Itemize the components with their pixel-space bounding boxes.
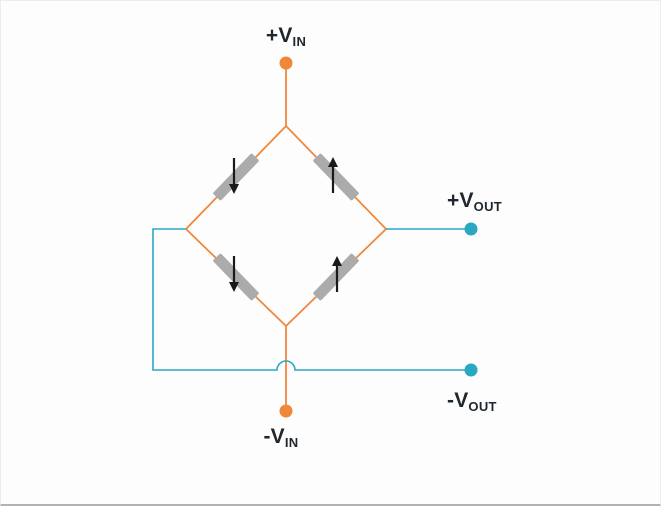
label-vout-positive: +VOUT xyxy=(447,189,503,214)
gauge-body xyxy=(213,153,259,201)
strain-gauge-top-left xyxy=(213,153,259,201)
arrow-up-head-icon xyxy=(328,157,338,167)
label-subscript: OUT xyxy=(468,399,497,414)
strain-gauge-bottom-right xyxy=(313,253,359,301)
label-vout-negative: -VOUT xyxy=(447,389,497,414)
gauge-body xyxy=(313,153,359,201)
arrow-down-head-icon xyxy=(229,184,239,194)
label-vin-positive: +VIN xyxy=(236,24,336,49)
gauge-body xyxy=(213,253,259,301)
strain-gauge-top-right xyxy=(313,153,359,201)
arrow-down-head-icon xyxy=(229,282,239,292)
label-main: +V xyxy=(447,189,474,212)
label-subscript: OUT xyxy=(473,199,503,214)
strain-gauge-bottom-left xyxy=(213,253,259,301)
label-main: -V xyxy=(263,425,285,448)
label-main: -V xyxy=(447,389,469,412)
bridge-diamond-wire xyxy=(184,124,388,328)
label-vin-negative: -VIN xyxy=(231,425,331,450)
label-subscript: IN xyxy=(284,435,299,450)
vin-positive-terminal-dot xyxy=(279,56,293,70)
vout-positive-terminal-dot xyxy=(464,222,478,236)
label-main: +V xyxy=(265,24,293,47)
label-subscript: IN xyxy=(292,34,307,49)
vin-negative-terminal-dot xyxy=(279,404,293,418)
arrow-up-head-icon xyxy=(332,256,342,266)
vout-negative-return-wire xyxy=(152,228,471,371)
vout-negative-terminal-dot xyxy=(464,363,478,377)
